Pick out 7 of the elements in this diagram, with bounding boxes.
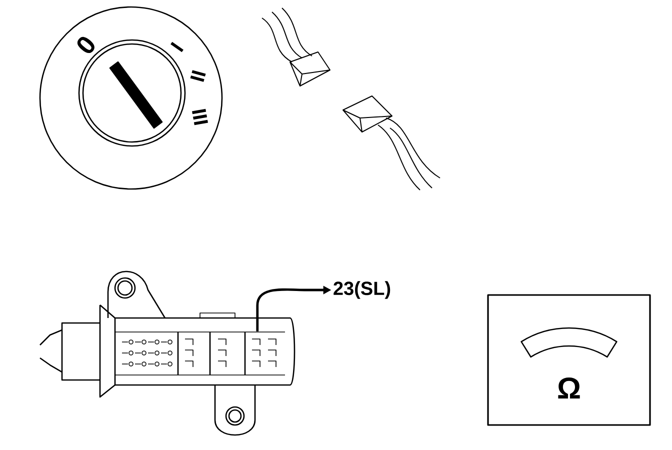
position-mark: I	[170, 42, 184, 52]
terminal-label: 23(SL)	[334, 281, 390, 299]
position-mark: 0	[77, 36, 94, 54]
ohmmeter-box: Ω	[487, 294, 651, 426]
position-mark: II	[190, 70, 206, 82]
position-mark: III	[192, 108, 208, 126]
switch-drawing	[39, 270, 296, 436]
